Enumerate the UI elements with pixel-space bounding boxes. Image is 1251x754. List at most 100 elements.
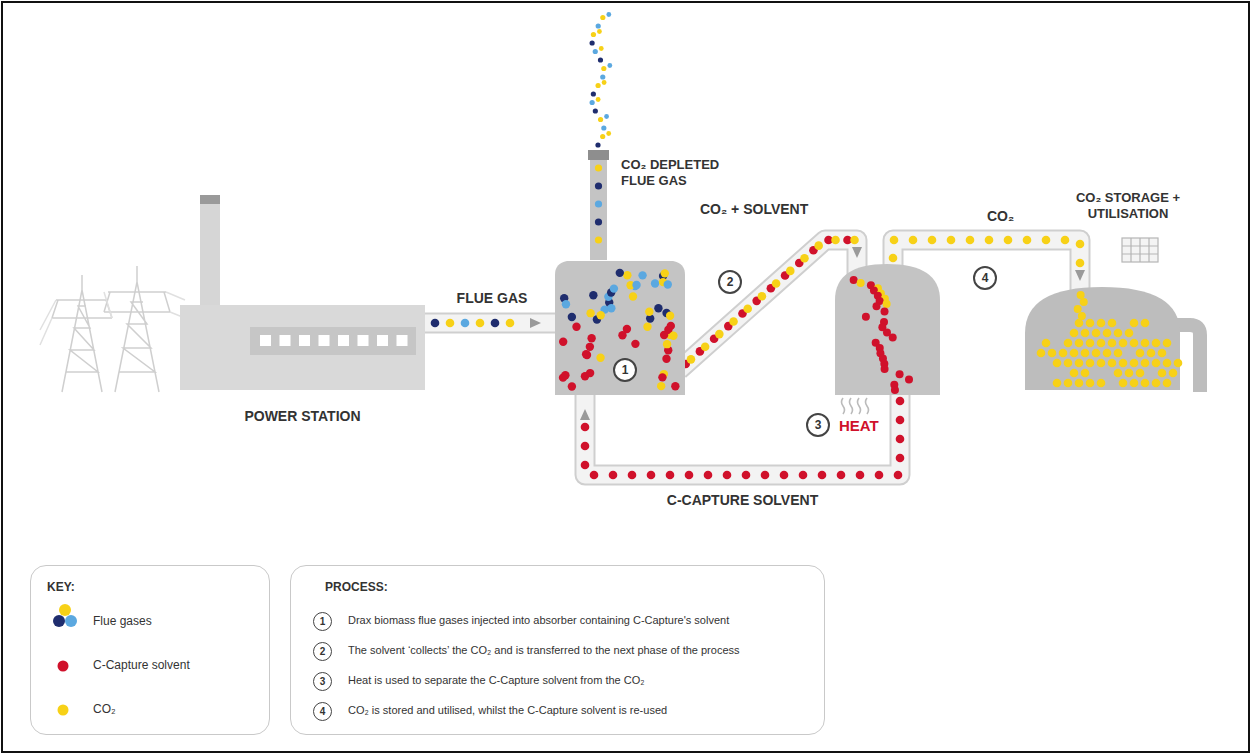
particle-dot — [587, 334, 595, 342]
particle-dot — [1097, 339, 1106, 348]
particle-dot — [667, 322, 675, 330]
pipe-connector — [423, 318, 561, 328]
step-description: Drax biomass flue gases injected into ab… — [348, 613, 729, 627]
particle-dot — [881, 365, 889, 373]
particle-dot — [598, 57, 603, 62]
particle-dot — [595, 182, 602, 189]
particle-dot — [862, 313, 870, 321]
window — [377, 335, 388, 346]
particle-dot — [772, 279, 781, 288]
particle-dot — [780, 471, 789, 480]
storage-tank: CO₂ STORAGE + UTILISATION — [1025, 285, 1180, 390]
particle-dot — [1042, 236, 1051, 245]
particle-dot — [595, 218, 602, 225]
particle-dot — [1097, 319, 1106, 328]
particle-dot — [894, 471, 903, 480]
particle-dot — [586, 343, 594, 351]
particle-dot — [1125, 329, 1134, 338]
particle-dot — [595, 200, 602, 207]
window — [260, 335, 271, 346]
particle-dot — [896, 416, 905, 425]
particle-dot — [602, 80, 607, 85]
particle-dot — [1163, 339, 1172, 348]
particle-dot — [666, 471, 675, 480]
heading-text: HEAT — [839, 417, 879, 434]
particle-dot — [1136, 349, 1145, 358]
particle-dot — [889, 254, 898, 263]
particle-dot — [1074, 305, 1082, 313]
power-chimney — [200, 195, 220, 307]
pipe-connector — [580, 389, 904, 479]
particle-dot — [1070, 349, 1079, 358]
pipe-label: C-CAPTURE SOLVENT — [667, 492, 818, 508]
particle-dot — [687, 355, 696, 364]
particle-dot — [600, 134, 605, 139]
particle-dot — [1147, 349, 1156, 358]
legend-text: C-Capture solvent — [93, 658, 190, 672]
smoke-dots — [590, 12, 613, 244]
particle-dot — [814, 241, 823, 250]
particle-dot — [461, 319, 470, 328]
particle-dot — [601, 66, 606, 71]
particle-dot — [1080, 298, 1088, 306]
arrow-head — [580, 409, 590, 420]
heading-text: PROCESS: — [325, 580, 388, 594]
particle-dot — [1163, 359, 1172, 368]
particle-dot — [1119, 379, 1128, 388]
particle-dot — [601, 125, 606, 130]
particle-dot — [506, 319, 515, 328]
particle-dot — [618, 331, 626, 339]
vessel-body — [555, 261, 685, 395]
arrow-head — [530, 318, 541, 328]
particle-dot — [593, 108, 598, 113]
particle-dot — [723, 471, 732, 480]
vessel-outline — [835, 262, 940, 395]
particle-dot — [1158, 369, 1167, 378]
key-panel: KEY:Flue gasesC-Capture solventCO₂ — [30, 565, 270, 735]
particle-dot — [1059, 349, 1068, 358]
particle-dot — [596, 354, 604, 362]
vessel-body — [250, 327, 416, 355]
pipe-label: FLUE GAS — [457, 290, 528, 306]
particle-dot — [1141, 319, 1150, 328]
particle-dot — [431, 319, 440, 328]
particle-dot — [1152, 379, 1161, 388]
particle-dot — [889, 334, 897, 342]
legend-row: C-Capture solvent — [31, 654, 261, 678]
step-description: The solvent ‘collects’ the CO₂ and is tr… — [348, 643, 740, 657]
particle-dot — [491, 319, 500, 328]
particle-dot — [1174, 359, 1183, 368]
particle-dot — [559, 338, 567, 346]
callout-text: 2 — [320, 646, 326, 658]
step-description: Heat is used to separate the C-Capture s… — [348, 673, 645, 687]
particle-dot — [1114, 369, 1123, 378]
vessel-body — [1025, 287, 1180, 390]
particle-dot — [1064, 359, 1073, 368]
particle-dot — [1108, 359, 1117, 368]
callout-number: 1 — [613, 358, 637, 382]
particle-dot — [1108, 319, 1117, 328]
grid-icon — [1122, 238, 1158, 262]
particle-dot — [758, 292, 767, 301]
particle-dot — [881, 307, 889, 315]
particle-dot — [1061, 236, 1070, 245]
heading-text: CO₂ STORAGE + UTILISATION — [1073, 190, 1183, 222]
vessel-body — [835, 264, 940, 395]
pipe-inner — [679, 240, 857, 370]
particle-dot — [589, 291, 597, 299]
chimney-cap — [588, 150, 609, 160]
particle-dot — [600, 74, 605, 79]
power-station: POWER STATION — [180, 305, 425, 390]
particle-dot — [631, 340, 639, 348]
particle-dot — [1136, 369, 1145, 378]
particle-dot — [1114, 349, 1123, 358]
particle-dot — [596, 23, 601, 28]
window — [319, 335, 330, 346]
step-number: 3 — [313, 672, 332, 691]
particle-dot — [1130, 379, 1139, 388]
particle-dot — [654, 304, 662, 312]
vessel-outline — [1025, 285, 1180, 390]
pipe-outline — [679, 240, 857, 370]
particle-dot — [582, 350, 590, 358]
